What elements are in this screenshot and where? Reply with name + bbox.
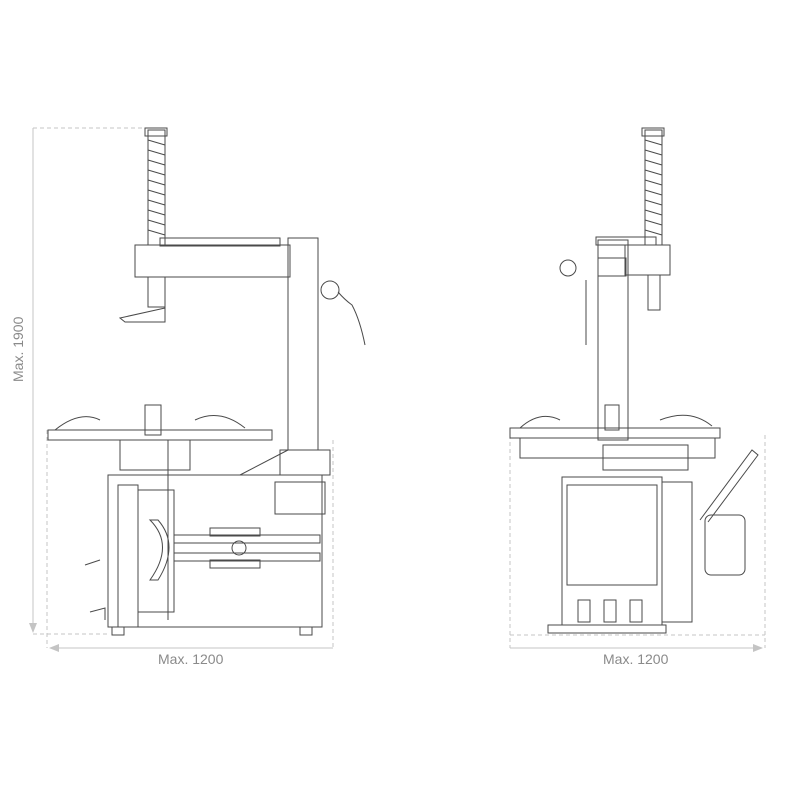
dimension-lines bbox=[29, 127, 766, 652]
side-view-machine bbox=[47, 127, 366, 636]
height-dimension-label: Max. 1900 bbox=[10, 316, 26, 382]
width-dimension-label-front: Max. 1200 bbox=[603, 651, 669, 667]
front-view-machine bbox=[509, 127, 759, 634]
width-dimension-label-side: Max. 1200 bbox=[158, 651, 224, 667]
